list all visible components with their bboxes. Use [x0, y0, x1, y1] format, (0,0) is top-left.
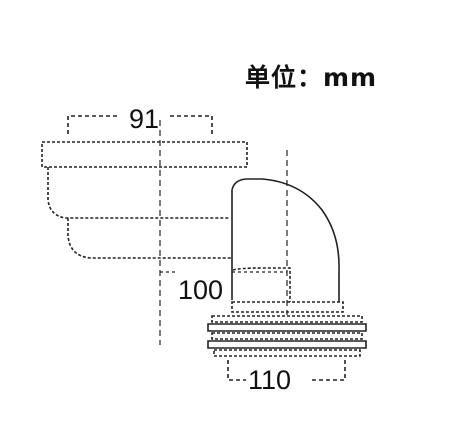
outlet-ring-4: [207, 340, 367, 349]
dimension-bottom-width: 110: [248, 365, 292, 395]
dimension-line-top: [67, 115, 213, 134]
unit-label: 单位：mm: [245, 63, 378, 92]
dimension-top-width: 91: [129, 104, 160, 134]
inlet-inner-wall: [67, 218, 232, 259]
outlet-collar: [231, 301, 344, 313]
outlet-ring-1: [211, 315, 363, 323]
inlet-cap: [41, 141, 248, 168]
dimension-offset: 100: [178, 275, 224, 305]
elbow-inner: [232, 267, 291, 302]
elbow-outer: [231, 178, 340, 302]
outlet-ring-3: [211, 332, 363, 340]
outlet-ring-5: [213, 349, 361, 357]
inlet-sleeve: [47, 167, 230, 219]
outlet-ring-2: [207, 323, 367, 332]
dimension-line-bottom: [227, 360, 346, 381]
